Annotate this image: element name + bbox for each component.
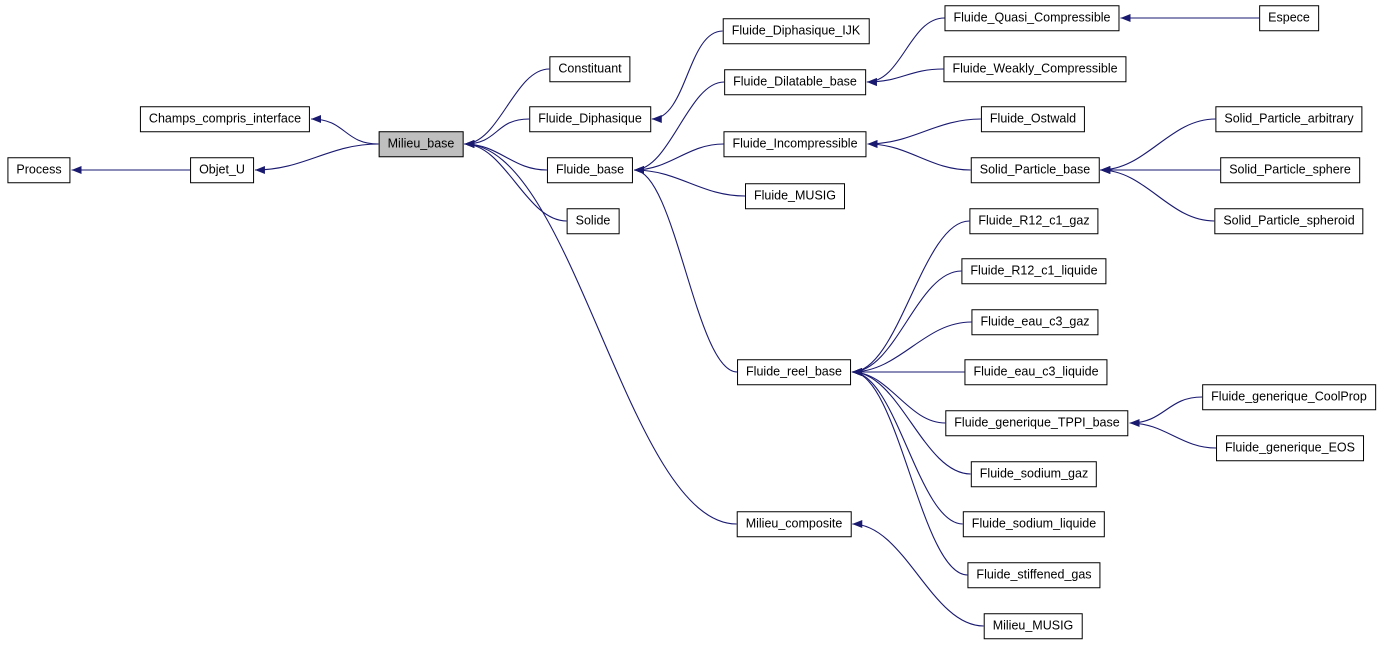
class-node-fluide_musig[interactable]: Fluide_MUSIG bbox=[745, 183, 845, 209]
class-node-fluide_dilatable_base[interactable]: Fluide_Dilatable_base bbox=[724, 69, 866, 95]
class-node-fluide_sodium_gaz[interactable]: Fluide_sodium_gaz bbox=[970, 461, 1098, 487]
inheritance-edge-solid_particle_spheroid-to-solid_particle_base bbox=[1100, 166, 1215, 222]
class-node-fluide_generique_eos[interactable]: Fluide_generique_EOS bbox=[1216, 435, 1364, 461]
inheritance-edge-fluide_eau_c3_gaz-to-fluide_reel_base bbox=[851, 321, 972, 376]
inheritance-edge-milieu_composite-to-milieu_base bbox=[464, 140, 737, 525]
inheritance-edge-fluide_r12_c1_gaz-to-fluide_reel_base bbox=[851, 220, 970, 376]
class-node-fluide_stiffened_gas[interactable]: Fluide_stiffened_gas bbox=[967, 562, 1101, 588]
class-node-solid_particle_spheroid[interactable]: Solid_Particle_spheroid bbox=[1214, 208, 1364, 234]
class-node-champs_compris_interface[interactable]: Champs_compris_interface bbox=[139, 106, 311, 132]
class-node-objet_u[interactable]: Objet_U bbox=[190, 157, 254, 183]
inheritance-edge-milieu_base-to-champs_compris_interface bbox=[311, 115, 379, 145]
inheritance-edge-fluide_diphasique-to-milieu_base bbox=[464, 118, 530, 148]
class-node-fluide_generique_coolprop[interactable]: Fluide_generique_CoolProp bbox=[1202, 384, 1376, 410]
class-node-fluide_eau_c3_liquide[interactable]: Fluide_eau_c3_liquide bbox=[964, 359, 1108, 385]
class-node-solid_particle_sphere[interactable]: Solid_Particle_sphere bbox=[1220, 157, 1360, 183]
class-node-fluide_quasi_compressible[interactable]: Fluide_Quasi_Compressible bbox=[944, 5, 1120, 31]
class-node-milieu_composite[interactable]: Milieu_composite bbox=[736, 511, 852, 537]
class-node-solid_particle_base[interactable]: Solid_Particle_base bbox=[970, 157, 1100, 183]
class-node-fluide_r12_c1_liquide[interactable]: Fluide_R12_c1_liquide bbox=[961, 258, 1107, 284]
class-node-fluide_base[interactable]: Fluide_base bbox=[546, 157, 634, 183]
class-node-espece[interactable]: Espece bbox=[1259, 5, 1319, 31]
class-node-fluide_diphasique_ijk[interactable]: Fluide_Diphasique_IJK bbox=[722, 18, 870, 44]
class-node-fluide_incompressible[interactable]: Fluide_Incompressible bbox=[723, 131, 867, 157]
inheritance-edge-fluide_reel_base-to-fluide_base bbox=[634, 166, 738, 373]
class-node-milieu_musig[interactable]: Milieu_MUSIG bbox=[983, 613, 1083, 639]
class-node-fluide_r12_c1_gaz[interactable]: Fluide_R12_c1_gaz bbox=[969, 208, 1099, 234]
class-node-fluide_sodium_liquide[interactable]: Fluide_sodium_liquide bbox=[962, 511, 1106, 537]
inheritance-edge-solid_particle_arbitrary-to-solid_particle_base bbox=[1100, 118, 1216, 174]
class-node-fluide_ostwald[interactable]: Fluide_Ostwald bbox=[980, 106, 1086, 132]
inheritance-edge-fluide_ostwald-to-fluide_incompressible bbox=[867, 118, 981, 148]
inheritance-edge-fluide_quasi_compressible-to-fluide_dilatable_base bbox=[866, 17, 945, 86]
inheritance-edge-fluide_r12_c1_liquide-to-fluide_reel_base bbox=[851, 270, 962, 376]
class-node-fluide_diphasique[interactable]: Fluide_Diphasique bbox=[529, 106, 651, 132]
class-node-solid_particle_arbitrary[interactable]: Solid_Particle_arbitrary bbox=[1215, 106, 1363, 132]
class-node-solide[interactable]: Solide bbox=[566, 208, 620, 234]
class-node-fluide_weakly_compressible[interactable]: Fluide_Weakly_Compressible bbox=[943, 56, 1127, 82]
class-node-fluide_eau_c3_gaz[interactable]: Fluide_eau_c3_gaz bbox=[971, 309, 1099, 335]
inheritance-edge-solid_particle_base-to-fluide_incompressible bbox=[867, 140, 971, 171]
inheritance-edge-fluide_sodium_liquide-to-fluide_reel_base bbox=[851, 368, 963, 525]
inheritance-edge-fluide_diphasique_ijk-to-fluide_diphasique bbox=[651, 30, 723, 123]
class-node-fluide_generique_tppi_base[interactable]: Fluide_generique_TPPI_base bbox=[945, 410, 1129, 436]
inheritance-edge-fluide_musig-to-fluide_base bbox=[634, 166, 746, 197]
class-node-milieu_base[interactable]: Milieu_base bbox=[378, 131, 464, 157]
inheritance-edge-fluide_weakly_compressible-to-fluide_dilatable_base bbox=[866, 68, 944, 86]
inheritance-edge-fluide_generique_tppi_base-to-fluide_reel_base bbox=[851, 368, 946, 424]
class-node-fluide_reel_base[interactable]: Fluide_reel_base bbox=[737, 359, 851, 385]
inheritance-edge-fluide_generique_coolprop-to-fluide_generique_tppi_base bbox=[1129, 396, 1203, 427]
inheritance-edge-fluide_stiffened_gas-to-fluide_reel_base bbox=[851, 368, 968, 576]
inheritance-edge-fluide_generique_eos-to-fluide_generique_tppi_base bbox=[1129, 419, 1217, 449]
inheritance-edge-milieu_base-to-objet_u bbox=[254, 143, 379, 174]
inheritance-edge-fluide_incompressible-to-fluide_base bbox=[634, 143, 724, 174]
inheritance-edge-fluide_base-to-milieu_base bbox=[464, 140, 547, 171]
class-node-constituant[interactable]: Constituant bbox=[549, 56, 631, 82]
class-node-process[interactable]: Process bbox=[7, 157, 71, 183]
inheritance-edge-milieu_musig-to-milieu_composite bbox=[852, 520, 984, 627]
